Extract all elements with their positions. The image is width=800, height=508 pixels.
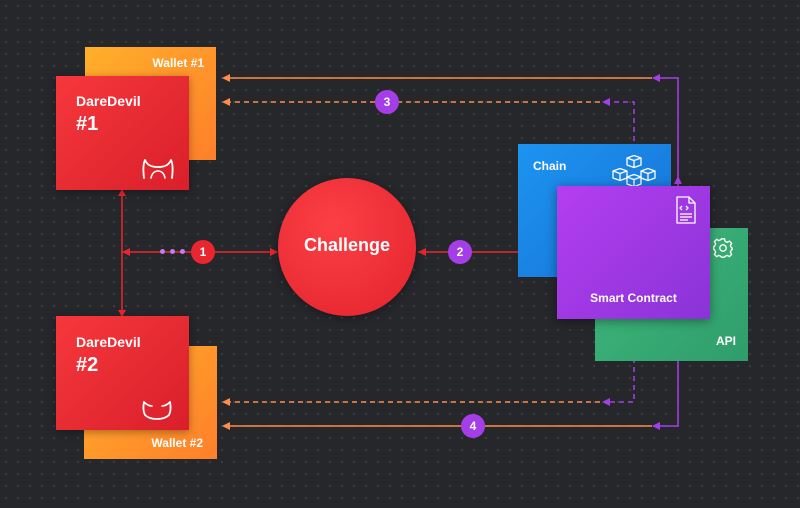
step-1-badge: 1 xyxy=(191,240,215,264)
devil-horns-icon xyxy=(142,159,174,179)
daredevil-2-number: #2 xyxy=(76,354,99,376)
code-document-icon xyxy=(676,196,696,224)
return-arrow-top-purple-left xyxy=(652,74,660,82)
link-arrow-top xyxy=(118,189,126,196)
gear-icon xyxy=(713,238,733,258)
daredevil-1-number: #1 xyxy=(76,113,99,135)
chain-label: Chain xyxy=(533,159,567,173)
step-4-badge: 4 xyxy=(461,414,485,438)
ellipsis-dots xyxy=(160,249,190,255)
daredevil-1-card: DareDevil #1 xyxy=(56,76,189,190)
return-arrow-bottom-purple-left xyxy=(652,422,660,430)
smart-contract-label: Smart Contract xyxy=(590,291,677,305)
api-label: API xyxy=(715,334,736,348)
dot xyxy=(160,249,165,254)
return-arrow-top-purple-up xyxy=(674,176,682,184)
wallet-1-label: Wallet #1 xyxy=(152,56,204,70)
step2-arrow-left xyxy=(418,248,426,256)
step-2-badge: 2 xyxy=(448,240,472,264)
step-3-badge: 3 xyxy=(375,90,399,114)
challenge-node: Challenge xyxy=(278,178,416,316)
devil-horns-icon xyxy=(142,401,172,420)
dot xyxy=(180,249,185,254)
wallet-2-label: Wallet #2 xyxy=(151,436,203,450)
challenge-label: Challenge xyxy=(303,235,391,255)
daredevil-2-name: DareDevil xyxy=(76,334,141,350)
dot xyxy=(170,249,175,254)
link-arrow-bottom xyxy=(118,310,126,317)
dashed-arrow-bottom-purple-left xyxy=(602,398,610,406)
return-line-top-purple xyxy=(660,77,679,186)
blocks-cube-icon xyxy=(612,155,656,187)
step1-arrow-left xyxy=(122,248,130,256)
daredevil-2-card: DareDevil #2 xyxy=(56,316,189,430)
daredevil-1-name: DareDevil xyxy=(76,93,141,109)
smart-contract-card: Smart Contract xyxy=(557,186,710,319)
dashed-arrow-top-purple-left xyxy=(602,98,610,106)
